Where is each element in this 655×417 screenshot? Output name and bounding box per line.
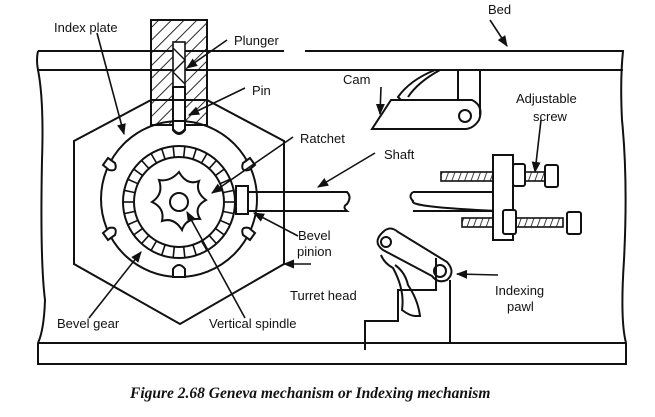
label-bevel-pinion-1: Bevel [298, 228, 331, 243]
gear-tooth [192, 148, 198, 160]
gear-tooth [150, 153, 158, 164]
label-adjustable-screw-2: screw [533, 109, 568, 124]
figure-caption: Figure 2.68 Geneva mechanism or Indexing… [129, 385, 490, 402]
label-bed: Bed [488, 2, 511, 17]
gear-tooth [127, 178, 139, 185]
adjustable-screw [440, 154, 582, 241]
label-cam: Cam [343, 72, 370, 87]
gear-tooth [182, 246, 186, 258]
label-bevel-pinion-2: pinion [297, 244, 332, 259]
indexing-pawl [364, 227, 453, 350]
gear-tooth [192, 244, 198, 256]
gear-tooth [219, 219, 231, 226]
label-ratchet: Ratchet [300, 131, 345, 146]
gear-tooth [200, 153, 208, 164]
label-shaft: Shaft [384, 147, 415, 162]
label-turret-head: Turret head [290, 288, 357, 303]
label-bevel-gear: Bevel gear [57, 316, 120, 331]
gear-tooth [219, 178, 231, 185]
label-index-plate: Index plate [54, 20, 118, 35]
gear-tooth [172, 146, 176, 158]
gear-tooth [133, 168, 144, 177]
label-indexing-pawl-2: pawl [507, 299, 534, 314]
gear-tooth [182, 146, 186, 158]
gear-tooth [133, 227, 144, 236]
gear-tooth [208, 159, 218, 170]
shaft [248, 191, 499, 212]
plunger-housing [150, 19, 208, 135]
gear-tooth [127, 219, 139, 226]
gear-tooth [124, 210, 136, 215]
gear-tooth [172, 246, 176, 258]
cam [370, 69, 482, 130]
index-plate [100, 120, 258, 278]
gear-tooth [124, 189, 136, 194]
bevel-gear [122, 145, 236, 259]
ratchet [149, 170, 208, 233]
gear-tooth [222, 210, 234, 215]
gear-tooth [200, 240, 208, 251]
gear-tooth [160, 148, 166, 160]
gear-tooth [214, 168, 225, 177]
label-plunger: Plunger [234, 33, 279, 48]
leader-arrows [88, 19, 542, 319]
gear-tooth [160, 244, 166, 256]
bevel-pinion [235, 185, 249, 215]
label-pin: Pin [252, 83, 271, 98]
label-vertical-spindle: Vertical spindle [209, 316, 296, 331]
gear-tooth [208, 234, 218, 245]
label-adjustable-screw-1: Adjustable [516, 91, 577, 106]
gear-tooth [222, 189, 234, 194]
gear-tooth [150, 240, 158, 251]
gear-tooth [214, 227, 225, 236]
gear-tooth [140, 159, 150, 170]
label-indexing-pawl-1: Indexing [495, 283, 544, 298]
gear-tooth [140, 234, 150, 245]
